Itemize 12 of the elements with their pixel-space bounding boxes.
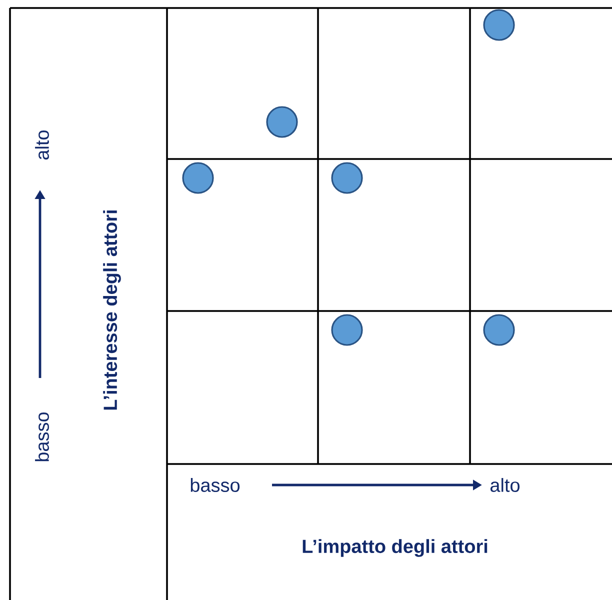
marker-circle [182, 162, 214, 194]
marker-circle [483, 9, 515, 41]
axis-title: L’impatto degli attori [302, 539, 488, 557]
axis-label: basso [190, 478, 240, 492]
marker-circle [483, 314, 515, 346]
axis-label: alto [35, 130, 49, 160]
marker-circle [331, 162, 363, 194]
axis-title: L’interesse degli attori [103, 210, 121, 410]
axis-label: alto [490, 478, 520, 492]
axis-label: basso [35, 412, 49, 462]
marker-circle [331, 314, 363, 346]
marker-circle [266, 106, 298, 138]
